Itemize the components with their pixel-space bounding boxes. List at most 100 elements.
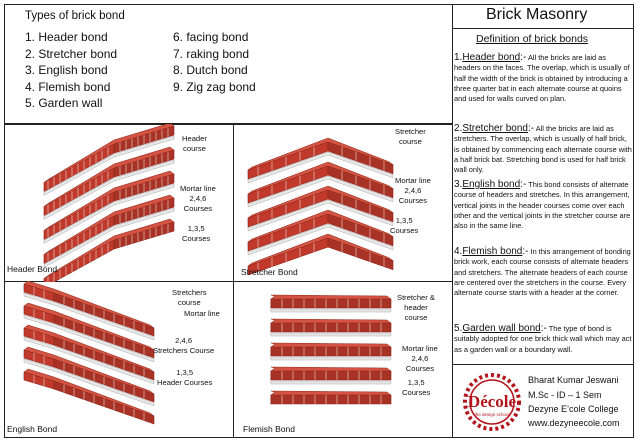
header-bond-diagram bbox=[43, 124, 175, 282]
caption-flemish-bond: Flemish Bond bbox=[243, 424, 295, 434]
types-item: 1. Header bond bbox=[25, 30, 108, 44]
def-heading: Header bond bbox=[462, 52, 521, 63]
brick-course-top bbox=[43, 124, 175, 183]
mortar-layer bbox=[247, 151, 394, 184]
types-item: 9. Zig zag bond bbox=[173, 79, 256, 94]
label-mortar-line: Mortar line bbox=[184, 309, 220, 318]
def-separator: :- bbox=[522, 246, 529, 257]
mortar-layer bbox=[270, 380, 392, 385]
def-separator: :- bbox=[540, 323, 547, 334]
brick-course-top bbox=[270, 342, 392, 348]
decole-logo: Décole the design school bbox=[463, 373, 521, 431]
def-flemish-bond: 4.Flemish bond:- In this arrangement of … bbox=[454, 246, 634, 298]
types-item: 7. raking bond bbox=[173, 46, 250, 61]
brick-course-top bbox=[247, 161, 394, 195]
credit-website: www.dezyneecole.com bbox=[528, 418, 620, 428]
brick-course-top bbox=[23, 324, 155, 373]
def-body: All the bricks are laid as headers on th… bbox=[454, 53, 630, 104]
mortar-layer bbox=[43, 207, 175, 268]
types-item: 5. Garden wall bbox=[25, 96, 103, 110]
label-stretchers-2-4-6: 2,4,6 Stretchers Course bbox=[153, 336, 215, 355]
types-item: 8. Dutch bond bbox=[173, 63, 248, 77]
def-garden-wall-bond: 5.Garden wall bond:- The type of bond is… bbox=[454, 323, 634, 355]
brick-course-right bbox=[327, 237, 394, 271]
caption-english-bond: English Bond bbox=[7, 424, 58, 434]
label-mortar-2-4-6: Mortar line 2,4,6 Courses bbox=[402, 344, 438, 373]
brick-course-right bbox=[270, 298, 392, 309]
def-body: This bond consists of alternate course o… bbox=[454, 180, 631, 231]
brick-course-top bbox=[43, 218, 175, 279]
types-item: 3. English bond bbox=[25, 63, 108, 77]
brick-course-top bbox=[270, 366, 392, 372]
brick-course-top bbox=[23, 346, 155, 395]
def-number: 2. bbox=[454, 123, 463, 134]
types-panel: Types of brick bond 1. Header bond 2. St… bbox=[4, 4, 453, 124]
def-separator: :- bbox=[520, 179, 527, 190]
english-bond-diagram bbox=[23, 281, 155, 425]
def-heading: English bond bbox=[462, 179, 521, 190]
brick-course-top bbox=[270, 294, 392, 300]
def-english-bond: 3.English bond:- This bond consists of a… bbox=[454, 179, 634, 231]
mortar-layer bbox=[23, 292, 155, 341]
def-number: 4. bbox=[454, 246, 463, 257]
logo-text: Décole bbox=[468, 392, 517, 411]
brick-course-top bbox=[23, 368, 155, 417]
brick-course-top bbox=[43, 170, 175, 231]
label-stretcher-header-course: Stretcher & header course bbox=[397, 293, 435, 322]
mortar-layer bbox=[247, 175, 394, 208]
brick-course-top bbox=[247, 137, 394, 171]
mortar-layer bbox=[270, 356, 392, 361]
credit-name: Bharat Kumar Jeswani bbox=[528, 375, 619, 385]
def-separator: :- bbox=[527, 123, 535, 134]
label-courses-1-3-5: 1,3,5 Courses bbox=[182, 224, 211, 243]
label-header-course: Header course bbox=[182, 134, 207, 153]
stretcher-bond-diagram bbox=[247, 137, 394, 276]
brick-course-right bbox=[270, 370, 392, 381]
mortar-layer bbox=[247, 199, 394, 232]
brick-course-top bbox=[247, 185, 394, 219]
caption-stretcher-bond: Stretcher Bond bbox=[241, 267, 298, 277]
brick-course-right bbox=[270, 322, 392, 333]
brick-course-top bbox=[247, 233, 394, 267]
logo-gear-icon bbox=[463, 373, 521, 431]
brick-course-top bbox=[23, 281, 155, 329]
types-item: 4. Flemish bond bbox=[25, 79, 111, 94]
mortar-layer bbox=[23, 336, 155, 385]
credit-course: M.Sc - ID – 1 Sem bbox=[528, 390, 602, 400]
mortar-layer bbox=[23, 314, 155, 363]
def-stretcher-bond: 2.Stretcher bond:- All the bricks are la… bbox=[454, 123, 634, 175]
def-heading: Garden wall bond bbox=[462, 323, 541, 334]
right-column bbox=[452, 4, 634, 438]
def-body: The type of bond is suitably adopted for… bbox=[454, 324, 632, 354]
types-item: 2. Stretcher bond bbox=[25, 46, 118, 61]
label-header-courses-1-3-5: 1,3,5 Header Courses bbox=[157, 368, 213, 387]
brick-course-top bbox=[247, 209, 394, 243]
definitions-subtitle: Definition of brick bonds bbox=[476, 33, 589, 45]
def-body: All the bricks are laid as stretchers. T… bbox=[454, 124, 632, 175]
label-stretcher-course: Stretcher course bbox=[395, 127, 426, 146]
mortar-layer bbox=[270, 308, 392, 313]
def-number: 5. bbox=[454, 323, 463, 334]
flemish-bond-diagram bbox=[270, 294, 392, 405]
def-body: In this arrangement of bonding brick wor… bbox=[454, 247, 631, 298]
label-mortar-2-4-6: Mortar line 2,4,6 Courses bbox=[395, 176, 431, 205]
title-divider bbox=[452, 28, 634, 29]
brick-course-top bbox=[270, 318, 392, 324]
def-number: 3. bbox=[454, 179, 463, 190]
credit-college: Dezyne E’cole College bbox=[528, 404, 619, 414]
mortar-layer bbox=[23, 358, 155, 407]
label-courses-1-3-5: 1,3,5 Courses bbox=[390, 216, 419, 235]
types-item: 6. facing bond bbox=[173, 30, 249, 44]
logo-subtext: the design school bbox=[474, 412, 509, 417]
mortar-layer bbox=[43, 135, 175, 196]
types-list-right: 6. facing bond 7. raking bond 8. Dutch b… bbox=[173, 29, 256, 95]
mortar-layer bbox=[43, 159, 175, 220]
def-heading: Stretcher bond bbox=[462, 123, 528, 134]
types-list-left: 1. Header bond 2. Stretcher bond 3. Engl… bbox=[25, 29, 117, 112]
caption-header-bond: Header Bond bbox=[7, 264, 58, 274]
def-heading: Flemish bond bbox=[462, 246, 523, 257]
brick-course-right bbox=[270, 346, 392, 357]
label-mortar-2-4-6: Mortar line 2,4,6 Courses bbox=[180, 184, 216, 213]
brick-course-top bbox=[23, 302, 155, 351]
brick-masonry-title: Brick Masonry bbox=[486, 6, 588, 23]
